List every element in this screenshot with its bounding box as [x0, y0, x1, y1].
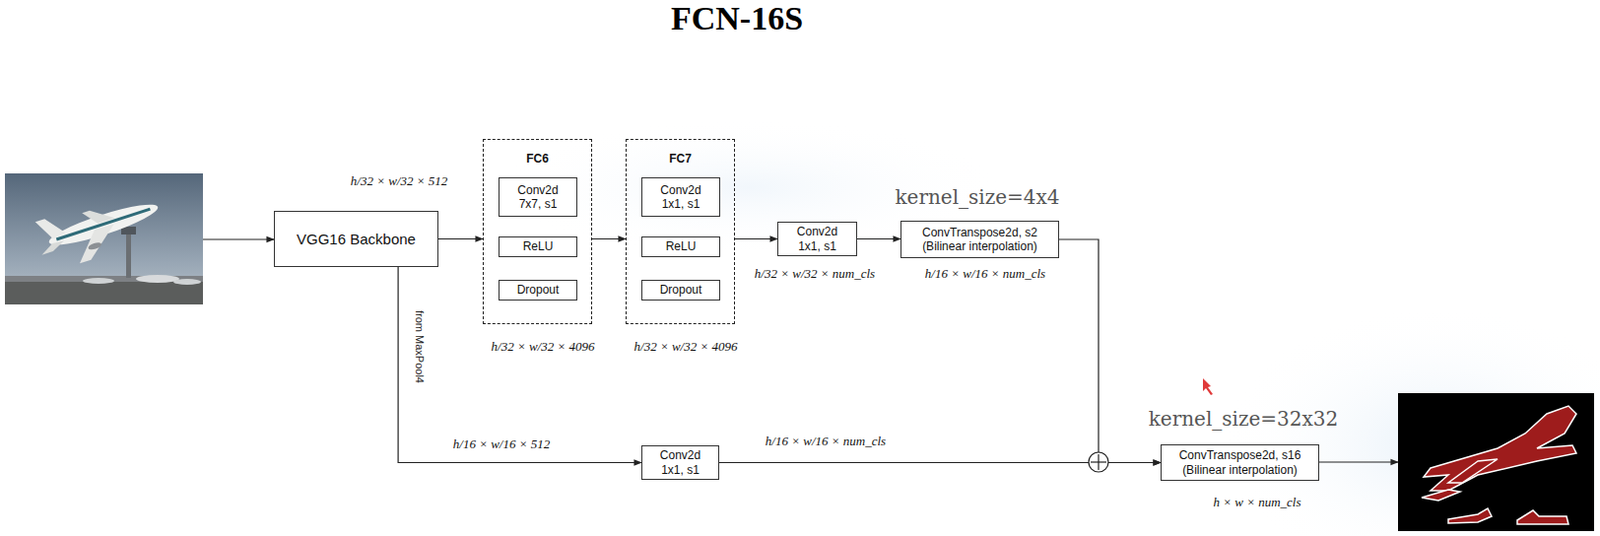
box-label: ConvTranspose2d, s2 (Bilinear interpolat…	[909, 225, 1051, 255]
process-box: ConvTranspose2d, s2 (Bilinear interpolat…	[900, 220, 1060, 259]
layer-group: FC7Conv2d 1x1, s1 ReLU Dropout	[625, 138, 735, 325]
diagram-title: FCN-16S	[670, 0, 803, 38]
flow-arrow	[592, 238, 626, 240]
input-arrow	[202, 238, 274, 240]
dimension-label: h/16 × w/16 × 512	[453, 436, 550, 453]
flow-arrow	[734, 238, 778, 240]
box-label: Dropout	[660, 282, 703, 297]
kernel-size-note: kernel_size=32x32	[1148, 406, 1339, 431]
dimension-label: h/32 × w/32 × num_cls	[754, 266, 875, 282]
process-box: Conv2d 7x7, s1	[498, 177, 578, 217]
layer-group: FC6Conv2d 7x7, s1 ReLU Dropout	[482, 138, 593, 325]
process-box: Dropout	[641, 279, 721, 301]
dimension-label: h/32 × w/32 × 512	[350, 173, 448, 190]
input-photo	[4, 173, 203, 305]
flow-arrow	[438, 238, 483, 240]
group-heading: FC7	[626, 151, 734, 166]
flow-arrow	[857, 238, 901, 240]
flow-arrow	[1059, 239, 1161, 464]
dimension-label: h/16 × w/16 × num_cls	[765, 433, 886, 450]
dimension-label: h/32 × w/32 × 4096	[491, 338, 596, 355]
process-box: ReLU	[641, 236, 721, 258]
kernel-size-note: kernel_size=4x4	[894, 185, 1060, 209]
process-box: Dropout	[498, 279, 578, 301]
dimension-label: h/16 × w/16 × num_cls	[925, 266, 1046, 282]
flow-arrow	[398, 266, 642, 464]
group-heading: FC6	[483, 151, 592, 166]
box-label: ConvTranspose2d, s16 (Bilinear interpola…	[1169, 448, 1311, 477]
dimension-label: h × w × num_cls	[1212, 494, 1301, 511]
box-label: VGG16 Backbone	[296, 230, 416, 249]
process-box: ReLU	[498, 236, 578, 258]
box-label: ReLU	[666, 239, 697, 254]
box-label: Conv2d 1x1, s1	[650, 448, 711, 477]
skip-source-note: from MaxPool4	[413, 310, 426, 384]
box-label: Conv2d 7x7, s1	[507, 183, 569, 212]
process-box: Conv2d 1x1, s1	[641, 177, 721, 217]
process-box: Conv2d 1x1, s1	[777, 221, 858, 257]
process-box: Conv2d 1x1, s1	[641, 445, 720, 480]
sum-symbol	[1088, 452, 1109, 472]
box-label: Dropout	[517, 282, 560, 297]
box-label: Conv2d 1x1, s1	[786, 224, 849, 254]
dimension-label: h/32 × w/32 × 4096	[634, 338, 738, 355]
backbone-box: VGG16 Backbone	[273, 210, 439, 267]
process-box: ConvTranspose2d, s16 (Bilinear interpola…	[1160, 444, 1320, 481]
output-mask	[1398, 393, 1595, 532]
box-label: Conv2d 1x1, s1	[650, 183, 712, 212]
cursor-mark	[1202, 378, 1213, 396]
flow-arrow	[719, 462, 1161, 464]
box-label: ReLU	[523, 239, 554, 254]
output-arrow	[1319, 461, 1399, 463]
